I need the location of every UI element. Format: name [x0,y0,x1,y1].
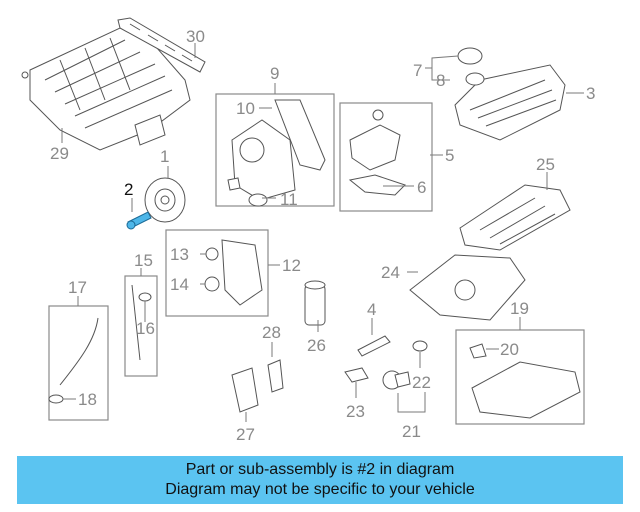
pump-box [339,102,433,212]
oil-pan-upper-drawing [459,184,571,251]
callout-2: 2 [124,180,133,199]
box-12 [165,229,269,317]
callout-4: 4 [367,300,376,319]
callout-1: 1 [160,147,169,166]
callout-28: 28 [262,323,281,342]
intake-gasket-drawing [117,17,206,73]
timing-cover-box [215,93,335,207]
callout-12: 12 [282,256,301,275]
crank-pulley-drawing [144,177,186,223]
callout-18: 18 [78,390,97,409]
callout-21: 21 [402,422,421,441]
callout-27: 27 [236,425,255,444]
intake-manifold-drawing [21,27,191,151]
callout-11: 11 [280,190,298,209]
callout-29: 29 [50,144,69,163]
callout-5: 5 [445,146,454,165]
callout-6: 6 [417,178,426,197]
callout-10: 10 [236,99,255,118]
callout-7: 7 [413,61,422,80]
diagram-caption-banner: Part or sub-assembly is #2 in diagram Di… [17,456,623,504]
parts-diagram: 30 29 9 10 11 7 8 3 5 6 1 2 25 13 14 12 … [21,17,595,444]
oil-filter-drawing [304,280,326,326]
callout-19: 19 [510,299,529,318]
leader-lines [61,43,584,422]
valve-cover-drawing [454,47,566,141]
rear-cover-drawing [409,254,526,321]
callout-24: 24 [381,263,400,282]
box-19 [455,329,585,425]
callout-22: 22 [412,373,431,392]
callout-25: 25 [536,155,555,174]
callout-17: 17 [68,278,87,297]
crank-bolt-drawing [126,211,152,230]
caption-line-1: Part or sub-assembly is #2 in diagram [185,461,455,478]
callout-9: 9 [270,64,279,83]
callout-13: 13 [170,245,189,264]
callout-15: 15 [134,251,153,270]
callout-8: 8 [436,71,445,90]
callout-16: 16 [136,319,155,338]
callout-30: 30 [186,27,205,46]
callout-26: 26 [307,336,326,355]
callout-20: 20 [500,340,519,359]
callout-14: 14 [170,275,189,294]
caption-line-2: Diagram may not be specific to your vehi… [165,481,475,498]
callout-23: 23 [346,402,365,421]
sensor-parts-drawing [344,335,428,390]
module-parts-drawing [231,359,284,413]
callout-3: 3 [586,84,595,103]
